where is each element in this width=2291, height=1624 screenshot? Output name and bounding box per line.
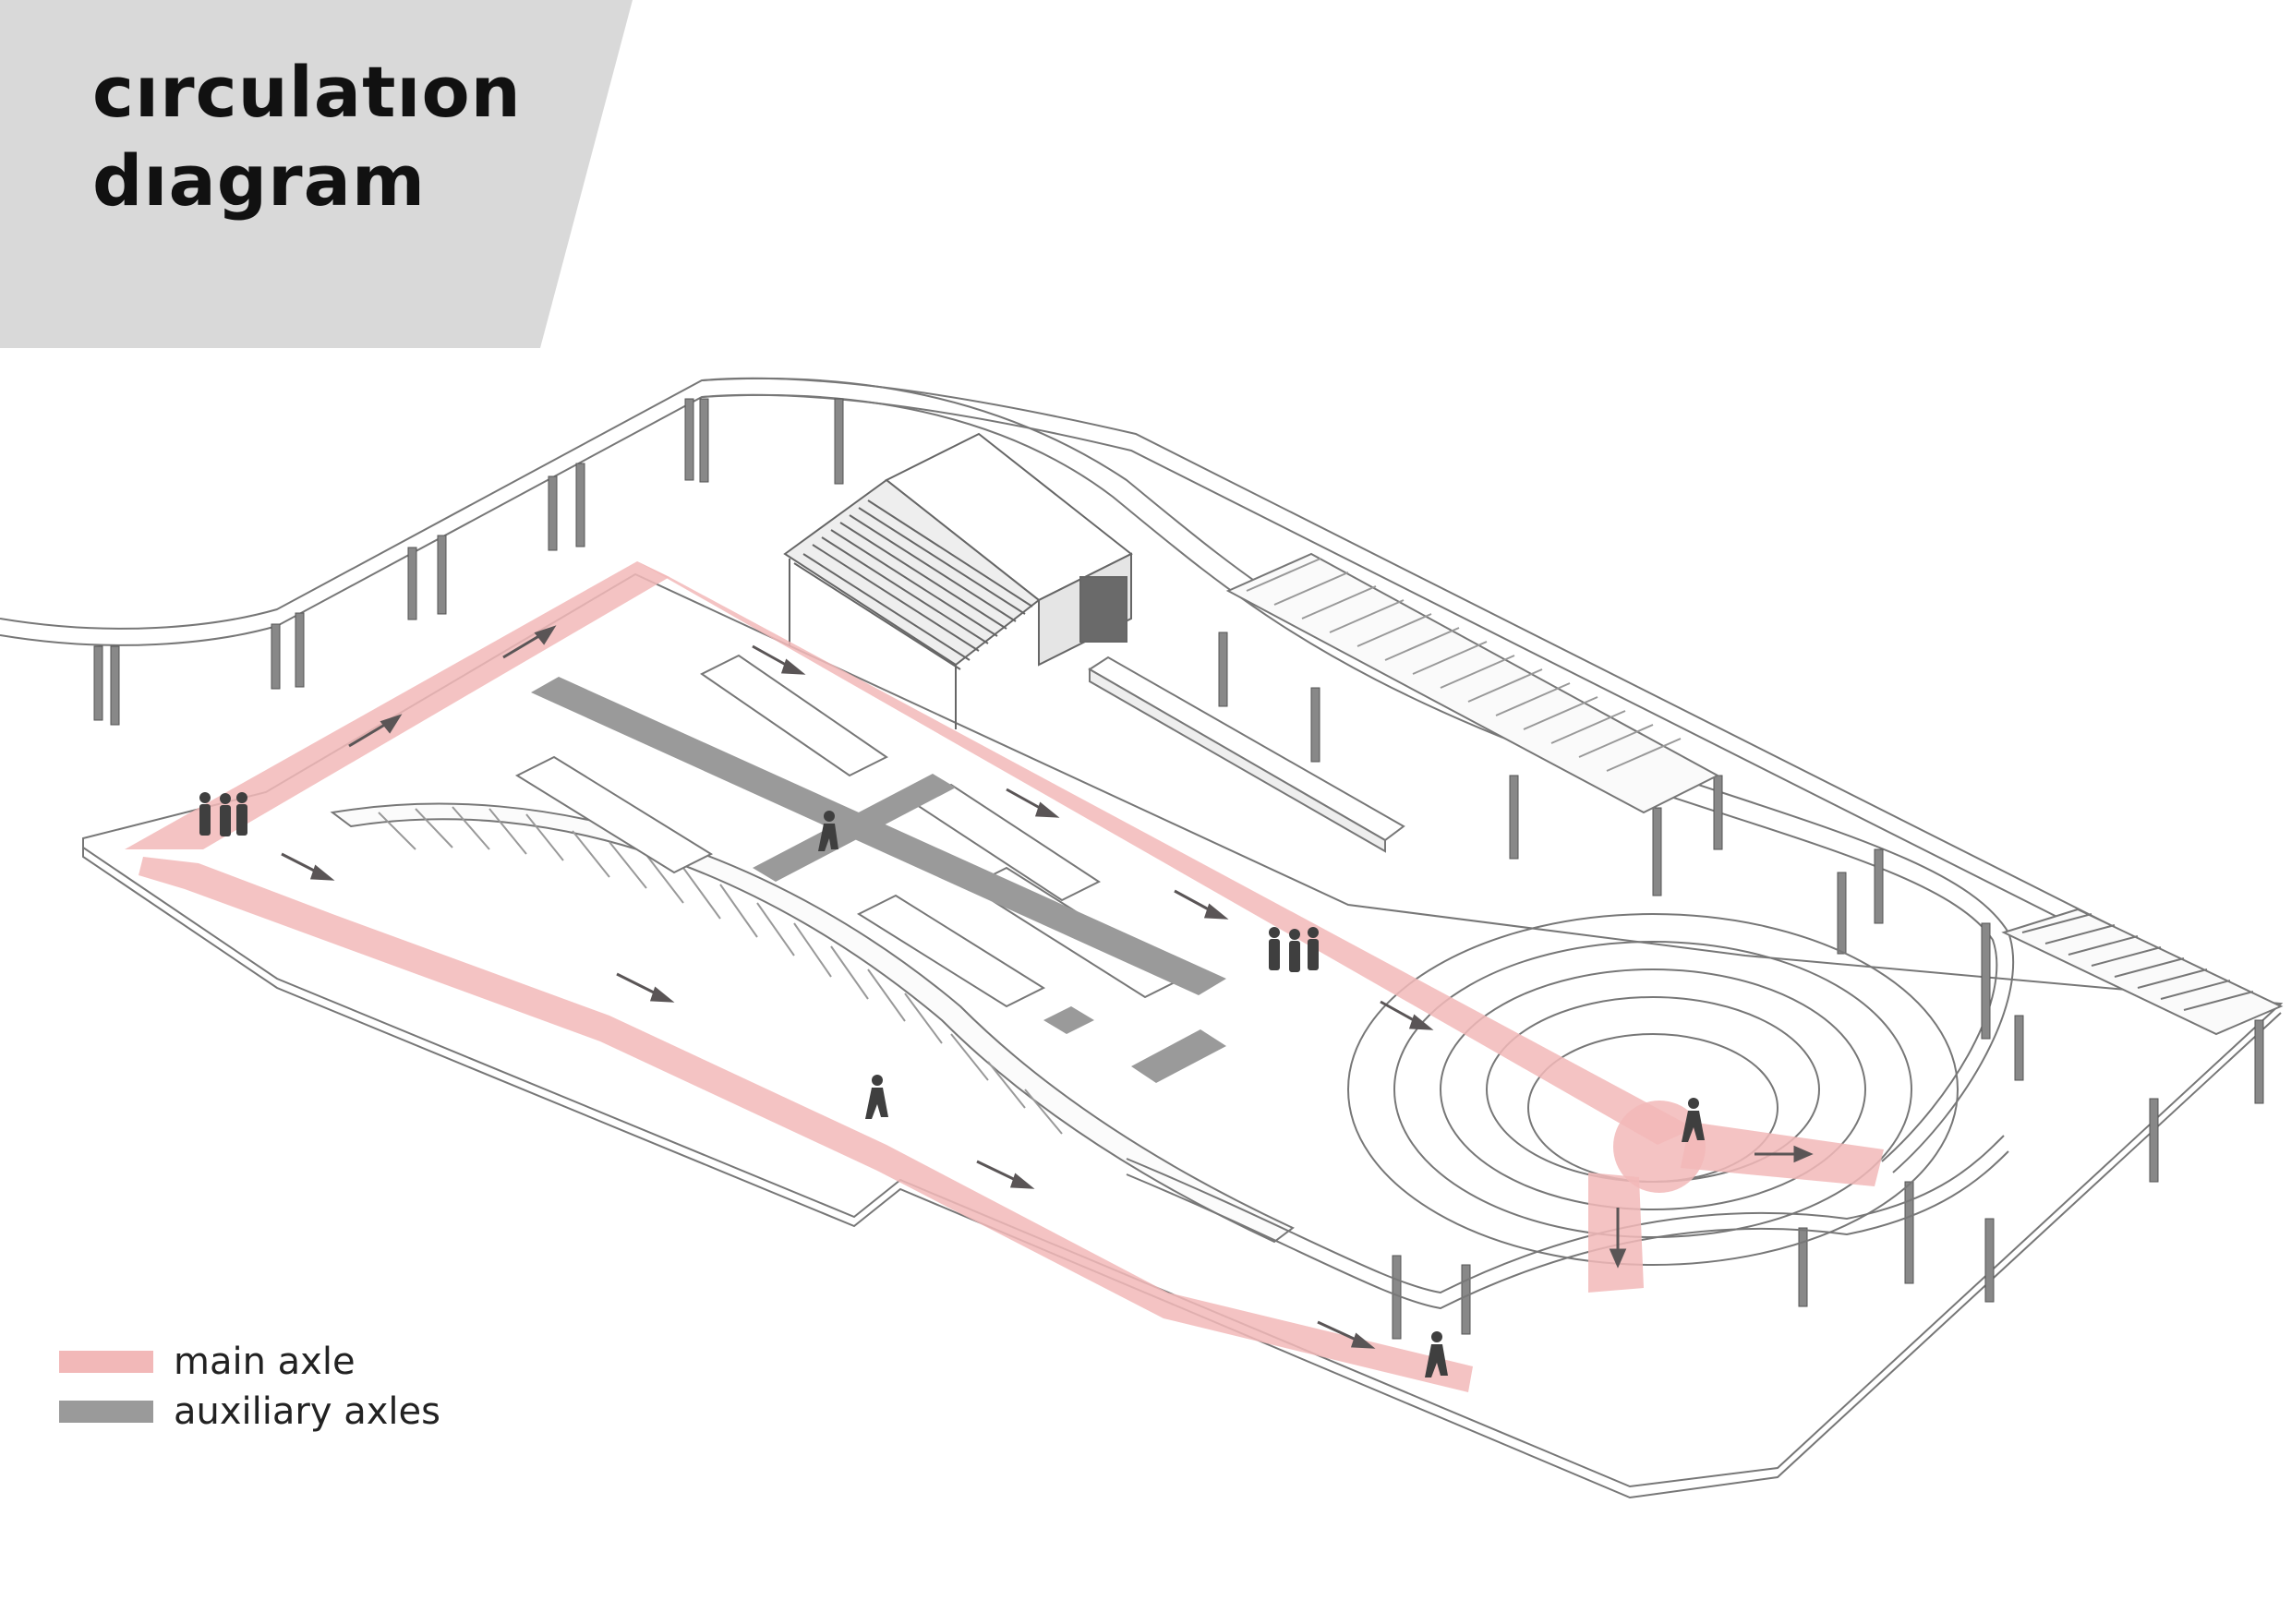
- legend-label-main: main axle: [174, 1341, 356, 1383]
- legend-item-main: main axle: [59, 1337, 440, 1387]
- people-figures: [199, 792, 1705, 1377]
- walking-figure-amphi: [1682, 1098, 1705, 1142]
- legend-item-auxiliary: auxiliary axles: [59, 1387, 440, 1437]
- pergola-left: [330, 802, 1295, 1244]
- building-block: [783, 432, 1133, 729]
- title-panel: [0, 0, 633, 348]
- legend-label-auxiliary: auxiliary axles: [174, 1390, 440, 1433]
- diagram-title: cırculatıon dıagram: [92, 48, 522, 225]
- pergola-slats-upper: [1246, 558, 1682, 772]
- bench-upper-right: [1088, 656, 1405, 853]
- legend: main axle auxiliary axles: [59, 1337, 440, 1437]
- group-figure-left: [199, 792, 247, 836]
- direction-arrows: [281, 625, 1814, 1349]
- group-figure-middle: [1269, 927, 1319, 972]
- pergola-left-slats: [378, 806, 1063, 1135]
- pergola-far-right: [2001, 908, 2284, 1036]
- walkway-columns: [93, 398, 2264, 1340]
- title-line-1: cırculatıon: [92, 51, 522, 133]
- walking-figure-court: [818, 811, 838, 851]
- auxiliary-axles: [531, 677, 1226, 1083]
- pergola-upper-right: [1225, 552, 1720, 814]
- walking-figure-end: [1425, 1331, 1448, 1377]
- title-line-2: dıagram: [92, 139, 427, 222]
- walking-figure-lower: [865, 1075, 888, 1119]
- legend-swatch-auxiliary: [59, 1401, 153, 1423]
- legend-swatch-main: [59, 1351, 153, 1373]
